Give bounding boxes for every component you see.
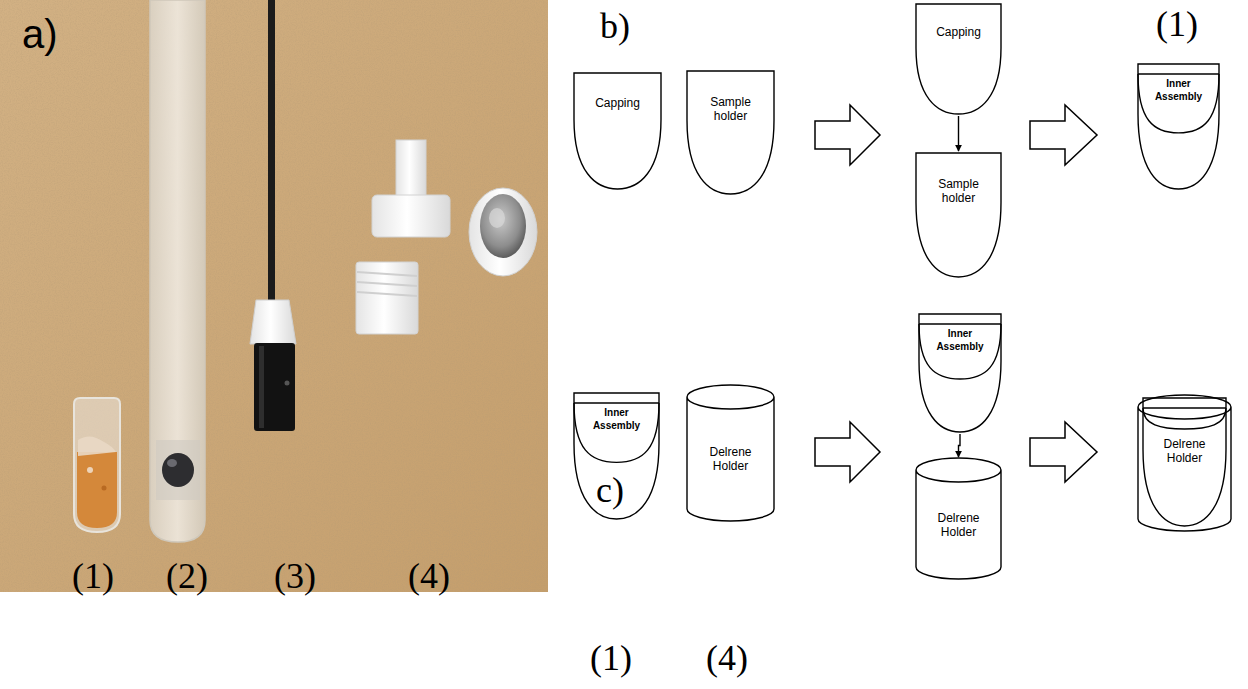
cylinder-holder: Delrene Holder — [915, 458, 1002, 580]
callout-label: (4) — [706, 640, 748, 676]
node-text-group: Delrene Holder — [700, 445, 762, 474]
shape-detail — [919, 323, 1001, 324]
node-label: Delrene Holder — [700, 445, 762, 474]
node-text-group: Inner Assembly — [1148, 78, 1210, 103]
shape-border — [687, 385, 774, 521]
arrow-connector — [958, 116, 959, 151]
callout-label: (2) — [166, 558, 208, 594]
block-arrow — [1030, 422, 1097, 482]
node-text-group: Sample holder — [928, 177, 990, 206]
shape-border — [574, 393, 659, 519]
callout-label: (1) — [1156, 6, 1198, 42]
glass-tube — [150, 0, 205, 542]
callout-label: (1) — [72, 558, 114, 594]
photograph — [0, 0, 548, 592]
cup-shape: Sample holder — [915, 152, 1002, 278]
node-label: Sample holder — [700, 95, 762, 124]
cylinder-holder: Delrene Holder — [686, 385, 775, 522]
callout-label: (4) — [408, 558, 450, 594]
shape-outline — [573, 72, 662, 190]
node-label: Delrene Holder — [1154, 437, 1216, 466]
shape-border — [1138, 395, 1231, 531]
shape-detail — [574, 403, 659, 462]
node-text-group: Inner Assembly — [929, 328, 991, 353]
node-text-group: Delrene Holder — [928, 511, 990, 540]
probe — [250, 0, 296, 431]
shape-detail — [1143, 407, 1226, 408]
node-text-group: Delrene Holder — [1154, 437, 1216, 466]
callout-label: c) — [596, 472, 624, 508]
node-label: Capping — [587, 96, 649, 110]
shape-detail — [1138, 74, 1219, 133]
cup-shape: Sample holder — [686, 70, 775, 195]
vial — [74, 398, 120, 532]
shape-outline — [915, 3, 1002, 115]
node-label: Delrene Holder — [928, 511, 990, 540]
shape-border — [916, 153, 1001, 277]
node-label: Capping — [928, 25, 990, 39]
node-label: Inner Assembly — [1148, 78, 1210, 103]
inner-assembly-shape: Inner Assembly — [918, 313, 1002, 433]
callout-label: a) — [22, 14, 58, 54]
shape-outline — [686, 70, 775, 195]
holder-parts — [356, 140, 537, 334]
node-label: Inner Assembly — [929, 328, 991, 353]
shape-border — [916, 458, 1001, 579]
shape-detail — [919, 324, 1001, 379]
callout-label: (3) — [274, 558, 316, 594]
shape-outline — [915, 152, 1002, 278]
shape-border — [574, 73, 661, 189]
callout-label: b) — [600, 8, 630, 44]
block-arrow — [815, 105, 880, 165]
node-text-group: Capping — [587, 96, 649, 110]
cork-board — [0, 0, 548, 592]
node-label: Inner Assembly — [586, 407, 648, 432]
arrow-connector — [959, 434, 961, 457]
shape-border — [919, 314, 1001, 432]
shape-detail — [1143, 408, 1226, 429]
shape-border — [1138, 64, 1219, 189]
callout-label: (1) — [590, 640, 632, 676]
shape-detail — [574, 402, 659, 403]
node-text-group: Inner Assembly — [586, 407, 648, 432]
inner-assembly-shape: Inner Assembly — [1137, 63, 1220, 190]
cork-texture — [0, 0, 548, 592]
block-arrow — [1030, 105, 1097, 165]
cylinder-holder: Delrene Holder — [1137, 395, 1232, 532]
shape-detail — [1138, 73, 1219, 74]
cup-shape: Capping — [915, 3, 1002, 115]
node-text-group: Capping — [928, 25, 990, 39]
shape-border — [916, 4, 1001, 114]
node-text-group: Sample holder — [700, 95, 762, 124]
node-label: Sample holder — [928, 177, 990, 206]
block-arrow — [815, 422, 880, 482]
shape-border — [687, 71, 774, 194]
shape-detail — [1143, 398, 1226, 526]
cup-shape: Capping — [573, 72, 662, 190]
